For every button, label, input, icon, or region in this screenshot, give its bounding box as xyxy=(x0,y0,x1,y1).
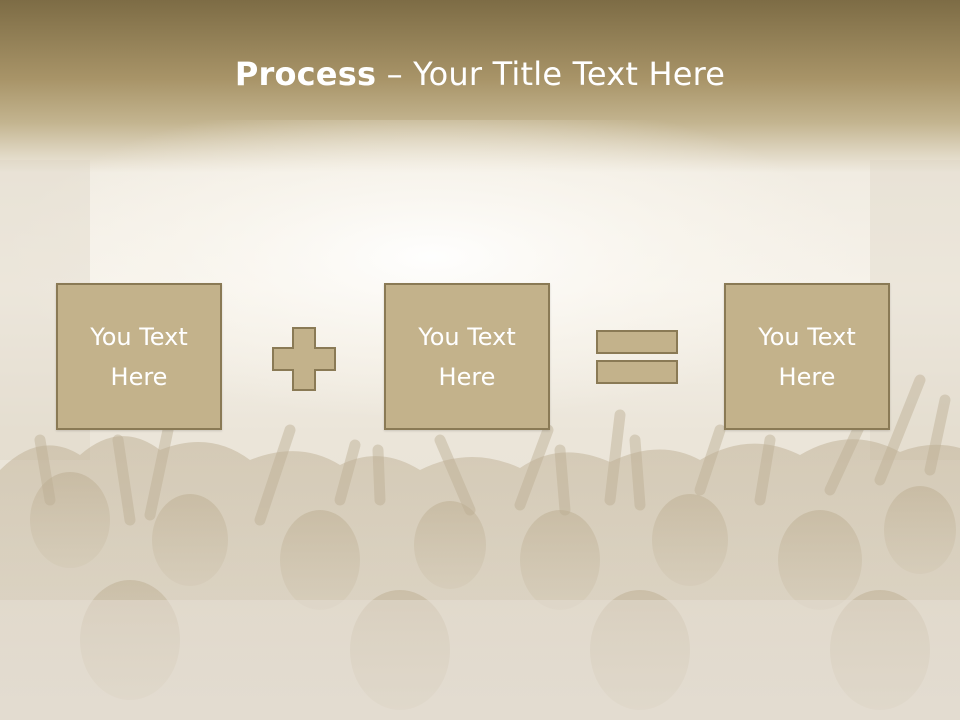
slide-title: Process – Your Title Text Here xyxy=(0,52,960,96)
process-box-2[interactable]: You Text Here xyxy=(384,283,550,430)
process-box-1[interactable]: You Text Here xyxy=(56,283,222,430)
plus-icon xyxy=(272,327,336,391)
equals-icon xyxy=(596,330,678,384)
slide-title-rest: – Your Title Text Here xyxy=(376,55,726,93)
slide-title-bold: Process xyxy=(234,55,377,93)
process-box-3[interactable]: You Text Here xyxy=(724,283,890,430)
